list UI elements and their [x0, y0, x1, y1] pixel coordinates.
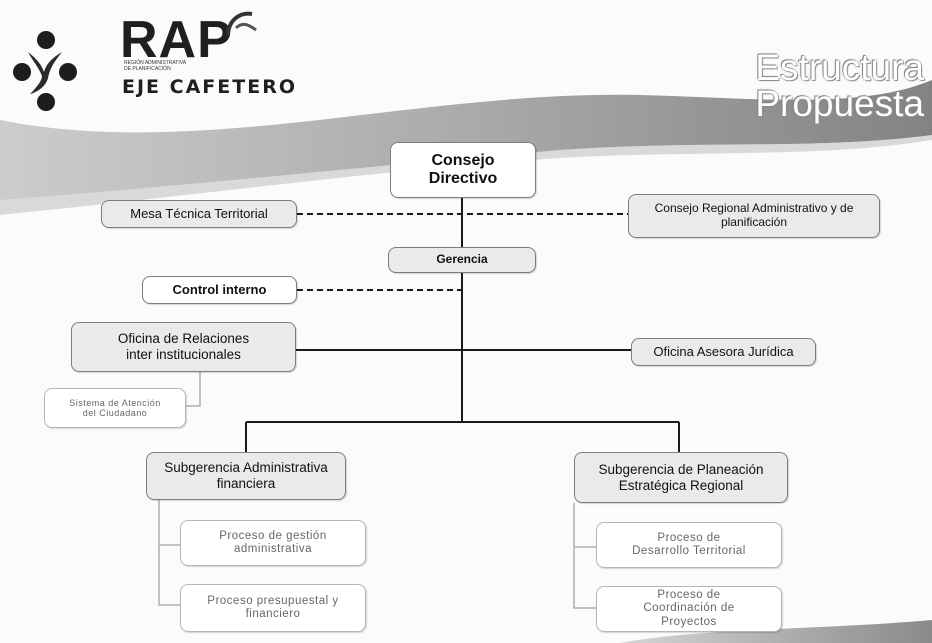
box-label: Subgerencia de Planeación Estratégica Re…	[598, 461, 764, 493]
box-label: Oficina de Relaciones inter instituciona…	[117, 331, 250, 362]
box-label: Proceso de gestión administrativa	[219, 529, 327, 555]
box-label: Oficina Asesora Jurídica	[653, 343, 794, 359]
box-consejo-regional: Consejo Regional Administrativo y de pla…	[628, 194, 880, 238]
connector-line	[158, 500, 180, 606]
box-label: Mesa Técnica Territorial	[130, 205, 268, 221]
box-label: Proceso presupuestal y financiero	[207, 594, 339, 620]
logo-subtitle-line: REGIÓN ADMINISTRATIVA	[124, 60, 187, 66]
box-proceso-gestion: Proceso de gestión administrativa	[180, 520, 366, 566]
connector-line	[573, 503, 596, 609]
box-subgerencia-planeacion: Subgerencia de Planeación Estratégica Re…	[574, 452, 788, 503]
box-gerencia: Gerencia	[388, 247, 536, 273]
box-proceso-coordinacion: Proceso de Coordinación de Proyectos	[596, 586, 782, 632]
box-label: Control interno	[172, 281, 267, 297]
logo-icon	[13, 31, 77, 111]
box-oficina-relaciones: Oficina de Relaciones inter instituciona…	[71, 322, 296, 372]
box-control-interno: Control interno	[142, 276, 297, 304]
box-oficina-juridica: Oficina Asesora Jurídica	[631, 338, 816, 366]
slide-title: Estructura Propuesta	[755, 47, 924, 124]
logo-swirl-icon	[226, 11, 257, 37]
box-label: Consejo Regional Administrativo y de pla…	[654, 201, 854, 229]
logo-tagline: EJE CAFETERO	[122, 76, 297, 98]
logo-name: RAP	[120, 11, 233, 69]
box-label: Subgerencia Administrativa financiera	[164, 460, 328, 491]
box-label: Proceso de Coordinación de Proyectos	[643, 589, 735, 628]
title-line-1: Estructura	[755, 47, 924, 88]
box-sistema-atencion: Sistema de Atención del Ciudadano	[44, 388, 186, 428]
box-proceso-presupuestal: Proceso presupuestal y financiero	[180, 584, 366, 632]
box-label: Consejo Directivo	[428, 151, 498, 187]
box-consejo-directivo: Consejo Directivo	[390, 142, 536, 198]
logo-subtitle: REGIÓN ADMINISTRATIVA DE PLANIFICACIÓN	[124, 60, 194, 72]
box-mesa-tecnica: Mesa Técnica Territorial	[101, 200, 297, 228]
logo-subtitle-line: DE PLANIFICACIÓN	[124, 66, 171, 72]
box-proceso-desarrollo: Proceso de Desarrollo Territorial	[596, 522, 782, 568]
connector-line	[186, 372, 201, 407]
title-line-2: Propuesta	[755, 83, 924, 124]
box-label: Sistema de Atención del Ciudadano	[69, 397, 161, 418]
box-label: Proceso de Desarrollo Territorial	[632, 531, 746, 557]
box-label: Gerencia	[436, 252, 488, 267]
box-subgerencia-admin: Subgerencia Administrativa financiera	[146, 452, 346, 500]
